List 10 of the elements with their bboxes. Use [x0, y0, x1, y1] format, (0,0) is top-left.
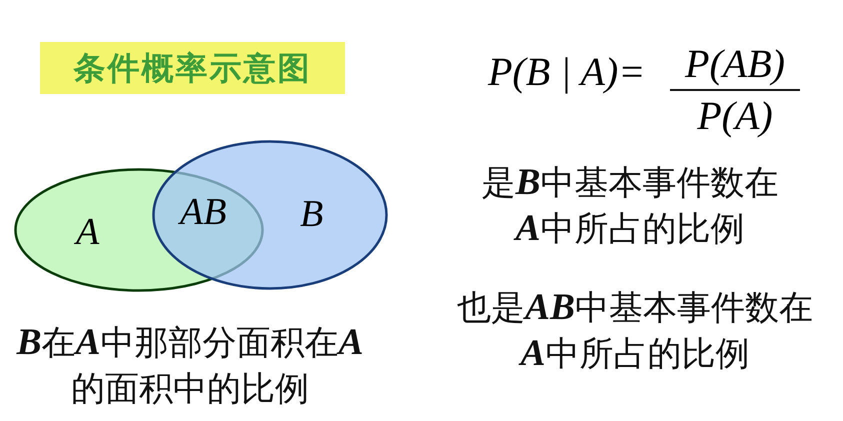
- description-text: 是B中基本事件数在A中所占的比例: [480, 161, 780, 251]
- formula-numerator: P(AB): [670, 40, 800, 91]
- formula-denominator: P(A): [696, 92, 774, 139]
- set-label: A: [76, 210, 100, 254]
- description-text: B在A中那部分面积在A的面积中的比例: [15, 321, 364, 411]
- title-banner: 条件概率示意图: [40, 42, 345, 94]
- description-text: 也是AB中基本事件数在A中所占的比例: [456, 286, 814, 376]
- set-label: AB: [180, 190, 226, 234]
- set-label: B: [300, 192, 324, 236]
- formula-text: P(B | A)=: [488, 48, 646, 95]
